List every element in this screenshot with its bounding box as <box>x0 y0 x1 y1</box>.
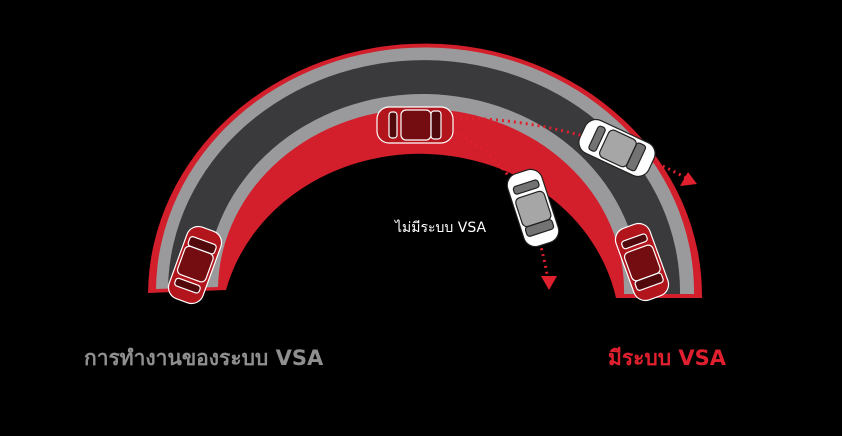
label-without-vsa: ไม่มีระบบ VSA <box>395 220 487 236</box>
arrow-head-icon <box>541 276 557 290</box>
road-lane <box>168 60 681 295</box>
label-with-vsa: มีระบบ VSA <box>608 346 727 370</box>
label-title: การทำงานของระบบ VSA <box>84 346 324 370</box>
arrow-head-icon <box>680 172 697 186</box>
car-vsa-top <box>376 106 454 144</box>
